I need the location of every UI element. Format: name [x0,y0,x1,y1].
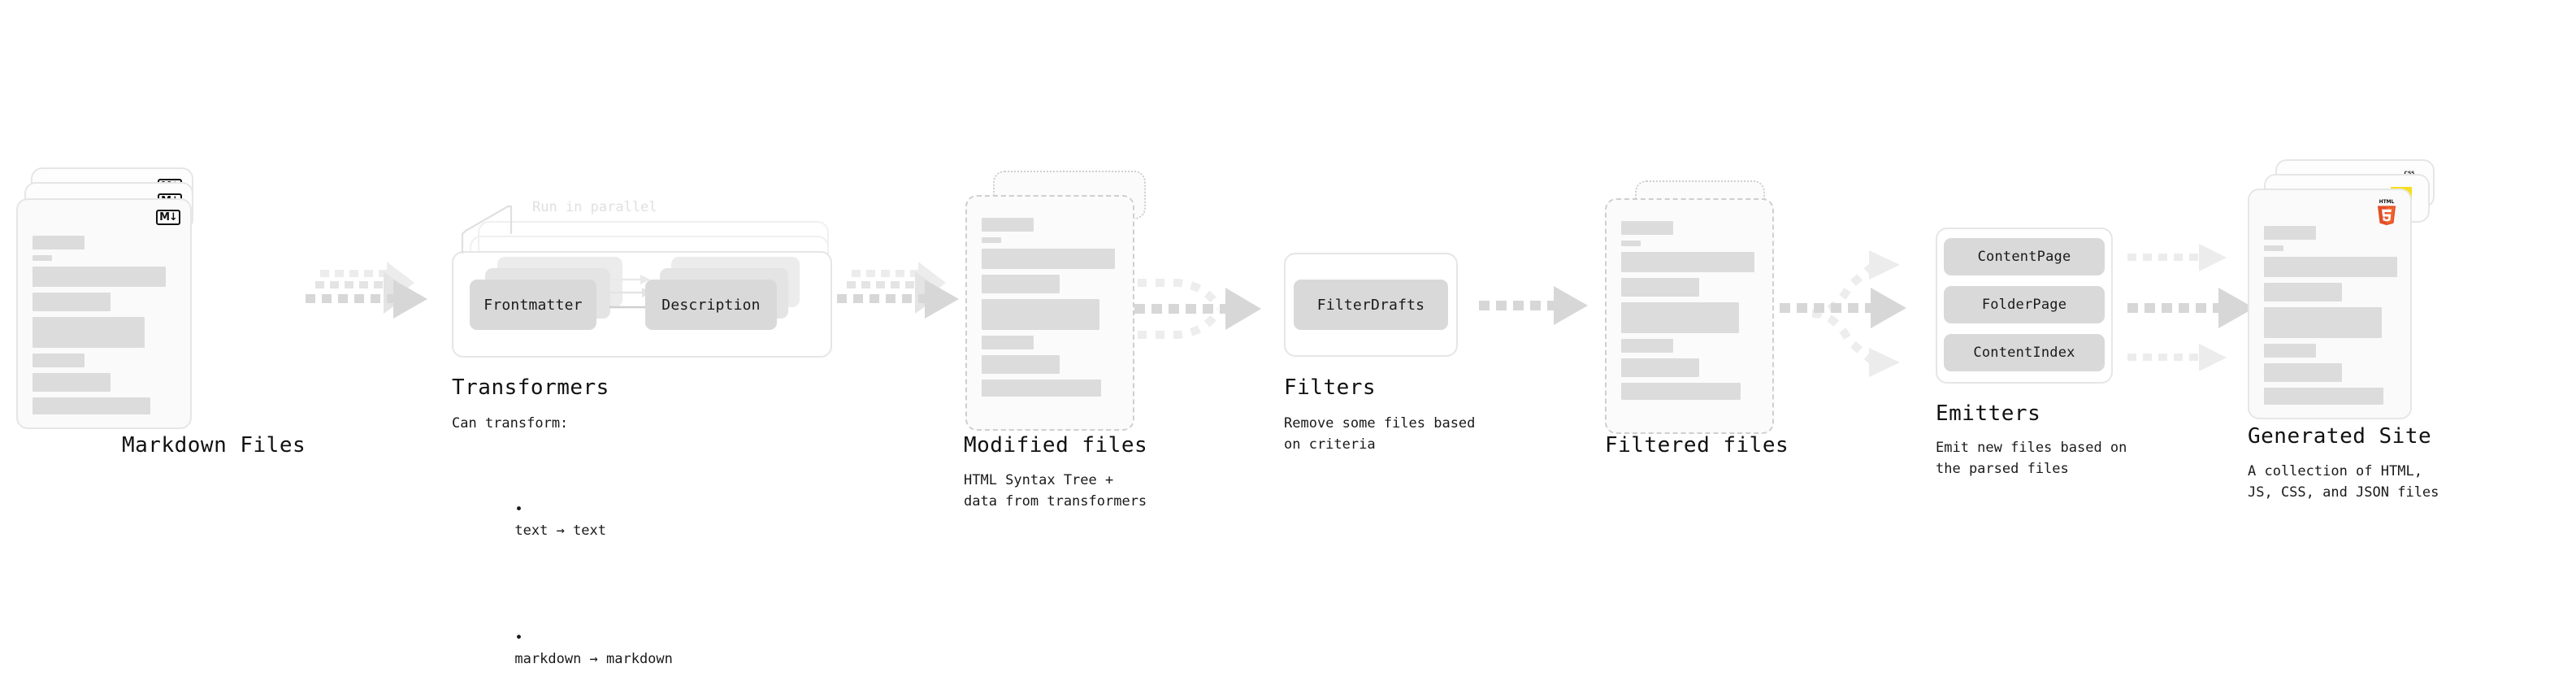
emitter-chip-label: ContentPage [1977,249,2071,265]
filter-chip-filterdrafts[interactable]: FilterDrafts [1294,280,1448,330]
bullet-text: text → text [514,523,607,540]
skeleton-bar [2264,363,2342,382]
bullet-text: markdown → markdown [514,651,673,668]
skeleton-bar [1621,383,1741,400]
skeleton-bar [33,236,85,249]
transformers-title: Transformers [452,375,609,400]
document-skeleton [1621,221,1759,406]
skeleton-bar [1621,221,1673,235]
skeleton-bar [2264,344,2316,358]
run-in-parallel-label: Run in parallel [532,199,657,215]
emitter-chip-folderpage[interactable]: FolderPage [1944,286,2105,323]
emitters-description: Emit new files based on the parsed files [1936,440,2127,478]
bullet-marker: • [514,630,523,647]
skeleton-bar [33,317,145,348]
emitter-chip-label: ContentIndex [1973,345,2075,361]
connector-emitters-to-site [2127,244,2254,371]
skeleton-bar [982,336,1034,349]
emitter-chip-contentindex[interactable]: ContentIndex [1944,334,2105,371]
skeleton-bar [1621,241,1641,246]
svg-text:HTML: HTML [2379,199,2395,205]
connector-modified-to-filters [1134,279,1261,339]
skeleton-bar [982,218,1034,232]
connector-filtered-to-emitters [1780,250,1906,377]
emitter-chip-contentpage[interactable]: ContentPage [1944,238,2105,275]
skeleton-bar [33,293,111,311]
emitter-chip-label: FolderPage [1981,297,2067,313]
transformer-chip-label: Frontmatter [484,296,583,314]
skeleton-bar [982,299,1099,330]
skeleton-bar [2264,257,2397,277]
skeleton-bar [33,354,85,367]
skeleton-bar [33,255,52,261]
generated-site-card-front: HTML [2248,189,2412,419]
transformers-description: Can transform: [452,415,569,432]
bullet-marker: • [514,501,523,518]
filtered-files-title: Filtered files [1605,433,1789,458]
generated-site-title: Generated Site [2248,424,2432,449]
skeleton-bar [1621,358,1699,377]
css-badge-label: CSS [2400,171,2418,176]
modified-file-card-front [965,195,1134,431]
generated-site-description: A collection of HTML, JS, CSS, and JSON … [2248,463,2439,501]
skeleton-bar [33,373,111,392]
skeleton-bar [982,380,1101,397]
markdown-file-card-front: M↓ [16,198,192,429]
filters-description: Remove some files based on criteria [1284,415,1476,453]
list-item: • markdown → markdown [465,606,673,681]
skeleton-bar [982,249,1115,269]
skeleton-bar [2264,245,2283,251]
transformer-chip-label: Description [661,296,761,314]
run-in-parallel-bracket [461,205,513,254]
transformer-chip-description[interactable]: Description [645,280,777,330]
transformer-chip-frontmatter[interactable]: Frontmatter [470,280,596,330]
skeleton-bar [2264,388,2383,405]
filters-title: Filters [1284,375,1377,400]
filtered-file-card-front [1605,198,1774,434]
skeleton-bar [1621,278,1699,297]
skeleton-bar [33,267,166,287]
list-item: • text → text [465,478,673,563]
skeleton-bar [33,397,150,414]
connector-transformers-to-modified [837,262,959,319]
skeleton-bar [982,275,1060,293]
transformers-bullet-list: • text → text • markdown → markdown • ht… [465,435,673,681]
skeleton-bar [1621,252,1754,272]
document-skeleton [982,218,1120,402]
html5-badge: HTML [2377,199,2396,226]
skeleton-bar [2264,283,2342,301]
markdown-files-title: Markdown Files [122,433,306,458]
skeleton-bar [1621,302,1739,333]
skeleton-bar [982,237,1001,243]
modified-files-description: HTML Syntax Tree + data from transformer… [964,472,1147,510]
connector-filters-to-filtered [1479,286,1588,325]
skeleton-bar [982,355,1060,374]
markdown-badge: M↓ [156,210,180,225]
connector-markdown-to-transformers [306,262,427,319]
emitters-title: Emitters [1936,401,2041,426]
document-skeleton [2264,226,2397,410]
document-skeleton [33,236,177,420]
modified-files-title: Modified files [964,433,1148,458]
skeleton-bar [1621,339,1673,353]
skeleton-bar [2264,307,2382,338]
filter-chip-label: FilterDrafts [1316,296,1425,314]
skeleton-bar [2264,226,2316,240]
